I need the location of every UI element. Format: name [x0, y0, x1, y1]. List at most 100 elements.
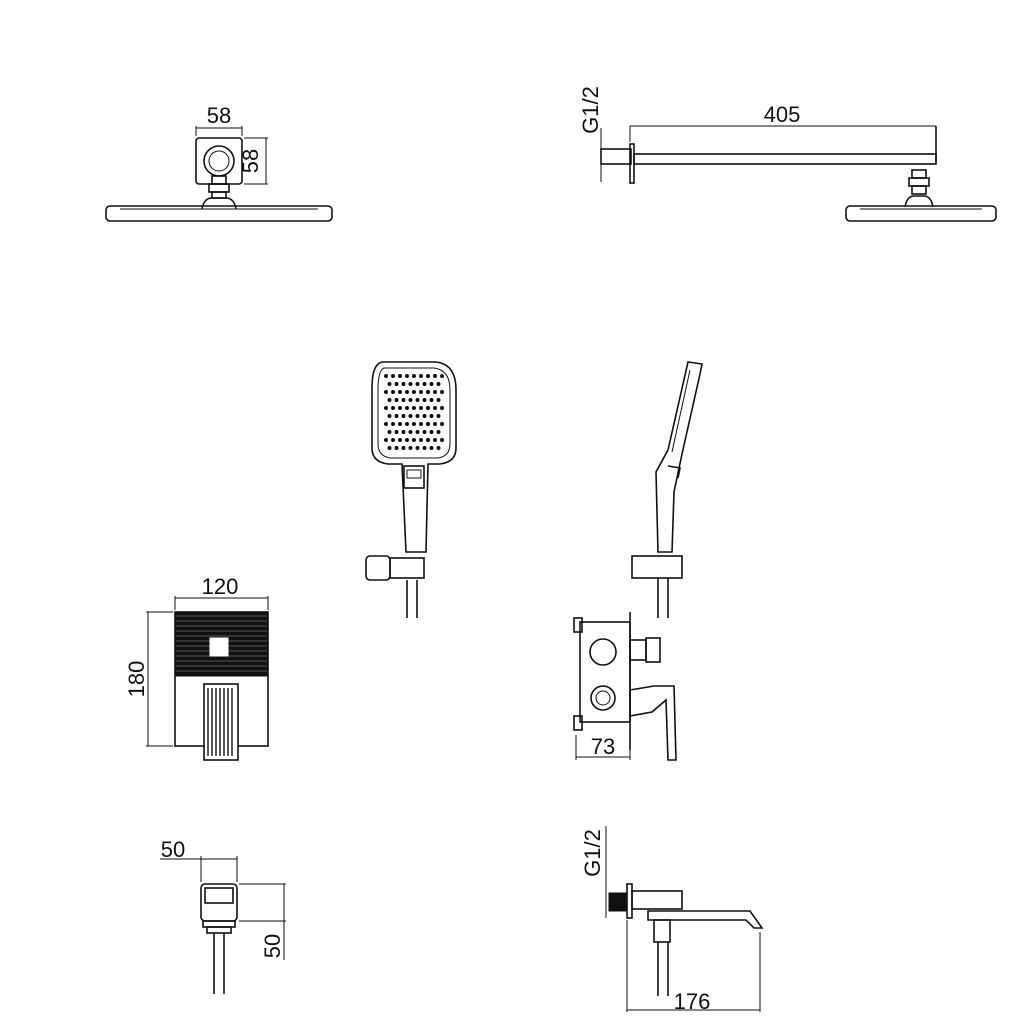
nozzle-dot	[412, 374, 416, 378]
nozzle-dot	[394, 414, 399, 418]
hand-shower-side-view	[631, 361, 703, 618]
nozzle-dot	[398, 422, 402, 426]
nozzle-dot	[429, 430, 434, 434]
nozzle-dot	[415, 382, 420, 386]
nozzle-dot	[387, 414, 392, 418]
hand-shower-front-view	[365, 361, 457, 618]
nozzle-dot	[436, 382, 441, 386]
nozzle-dot	[419, 390, 423, 394]
nozzle-dot	[426, 390, 430, 394]
nozzle-dot	[412, 390, 416, 394]
nozzle-dot	[391, 422, 395, 426]
mixer-front-view: 120 180	[124, 574, 269, 761]
dim-arm-length: 405	[764, 102, 801, 127]
nozzle-dot	[440, 390, 444, 394]
dim-head-height: 58	[238, 149, 263, 173]
thread-label-spout: G1/2	[580, 829, 605, 877]
nozzle-dot	[433, 390, 437, 394]
nozzle-dot	[384, 390, 388, 394]
nozzle-dot	[429, 414, 434, 418]
nozzle-dot	[426, 438, 430, 442]
mixer-plate-grooves	[176, 615, 267, 672]
nozzle-dot	[415, 430, 420, 434]
nozzle-dot	[422, 446, 427, 450]
dim-outlet-height: 50	[260, 934, 285, 958]
nozzle-dot	[391, 390, 395, 394]
nozzle-dot	[405, 406, 409, 410]
nozzle-dot	[440, 422, 444, 426]
nozzle-dot	[433, 438, 437, 442]
nozzle-dot	[384, 406, 388, 410]
nozzle-dot	[401, 382, 406, 386]
nozzle-dot	[433, 406, 437, 410]
nozzle-dot	[405, 390, 409, 394]
nozzle-dot	[384, 374, 388, 378]
nozzle-dot	[419, 438, 423, 442]
nozzle-dot	[408, 430, 413, 434]
nozzle-dot	[415, 446, 420, 450]
dim-mixer-width: 120	[202, 574, 239, 599]
nozzle-dot	[440, 438, 444, 442]
dim-mixer-height: 180	[124, 661, 149, 698]
nozzle-dot	[426, 374, 430, 378]
nozzle-dot	[401, 446, 406, 450]
nozzle-dot	[387, 430, 392, 434]
nozzle-dot	[408, 446, 413, 450]
nozzle-dot	[419, 422, 423, 426]
nozzle-dot	[401, 414, 406, 418]
nozzle-dot	[426, 406, 430, 410]
mixer-side-view: 73	[573, 612, 677, 761]
nozzle-dot	[419, 406, 423, 410]
nozzle-dot	[422, 430, 427, 434]
nozzle-dot	[394, 430, 399, 434]
nozzle-dot	[436, 430, 441, 434]
nozzle-dot	[391, 374, 395, 378]
nozzle-dot	[384, 438, 388, 442]
nozzle-dot	[415, 398, 420, 402]
nozzle-dot	[415, 414, 420, 418]
nozzle-dot	[387, 446, 392, 450]
nozzle-dot	[398, 406, 402, 410]
nozzle-dot	[394, 446, 399, 450]
nozzle-dot	[433, 374, 437, 378]
nozzle-dot	[422, 382, 427, 386]
nozzle-dot	[426, 422, 430, 426]
nozzle-dot	[440, 374, 444, 378]
nozzle-dot	[398, 390, 402, 394]
nozzle-dot	[387, 382, 392, 386]
nozzle-dot	[412, 422, 416, 426]
dim-mixer-depth: 73	[591, 734, 615, 759]
nozzle-dot	[384, 422, 388, 426]
nozzle-dot	[412, 438, 416, 442]
nozzle-grid	[384, 374, 444, 450]
spout-side-view: G1/2 176	[580, 826, 764, 1014]
shower-head-front-view: 58 58	[105, 103, 333, 222]
nozzle-dot	[408, 414, 413, 418]
nozzle-dot	[394, 398, 399, 402]
nozzle-dot	[398, 438, 402, 442]
dim-outlet-width: 50	[161, 837, 185, 862]
lever-grooves	[207, 688, 233, 756]
nozzle-dot	[429, 446, 434, 450]
nozzle-dot	[436, 414, 441, 418]
nozzle-dot	[391, 438, 395, 442]
nozzle-dot	[412, 406, 416, 410]
nozzle-dot	[394, 382, 399, 386]
nozzle-dot	[419, 374, 423, 378]
dim-head-width: 58	[207, 103, 231, 128]
nozzle-dot	[398, 374, 402, 378]
dim-spout-length: 176	[674, 989, 711, 1014]
nozzle-dot	[391, 406, 395, 410]
shower-head-side-view: 405 G1/2	[578, 86, 997, 222]
nozzle-dot	[387, 398, 392, 402]
nozzle-dot	[422, 398, 427, 402]
nozzle-dot	[405, 422, 409, 426]
nozzle-dot	[433, 422, 437, 426]
nozzle-dot	[408, 382, 413, 386]
nozzle-dot	[429, 398, 434, 402]
nozzle-dot	[408, 398, 413, 402]
thread-label-head: G1/2	[578, 86, 603, 134]
nozzle-dot	[405, 438, 409, 442]
nozzle-dot	[440, 406, 444, 410]
